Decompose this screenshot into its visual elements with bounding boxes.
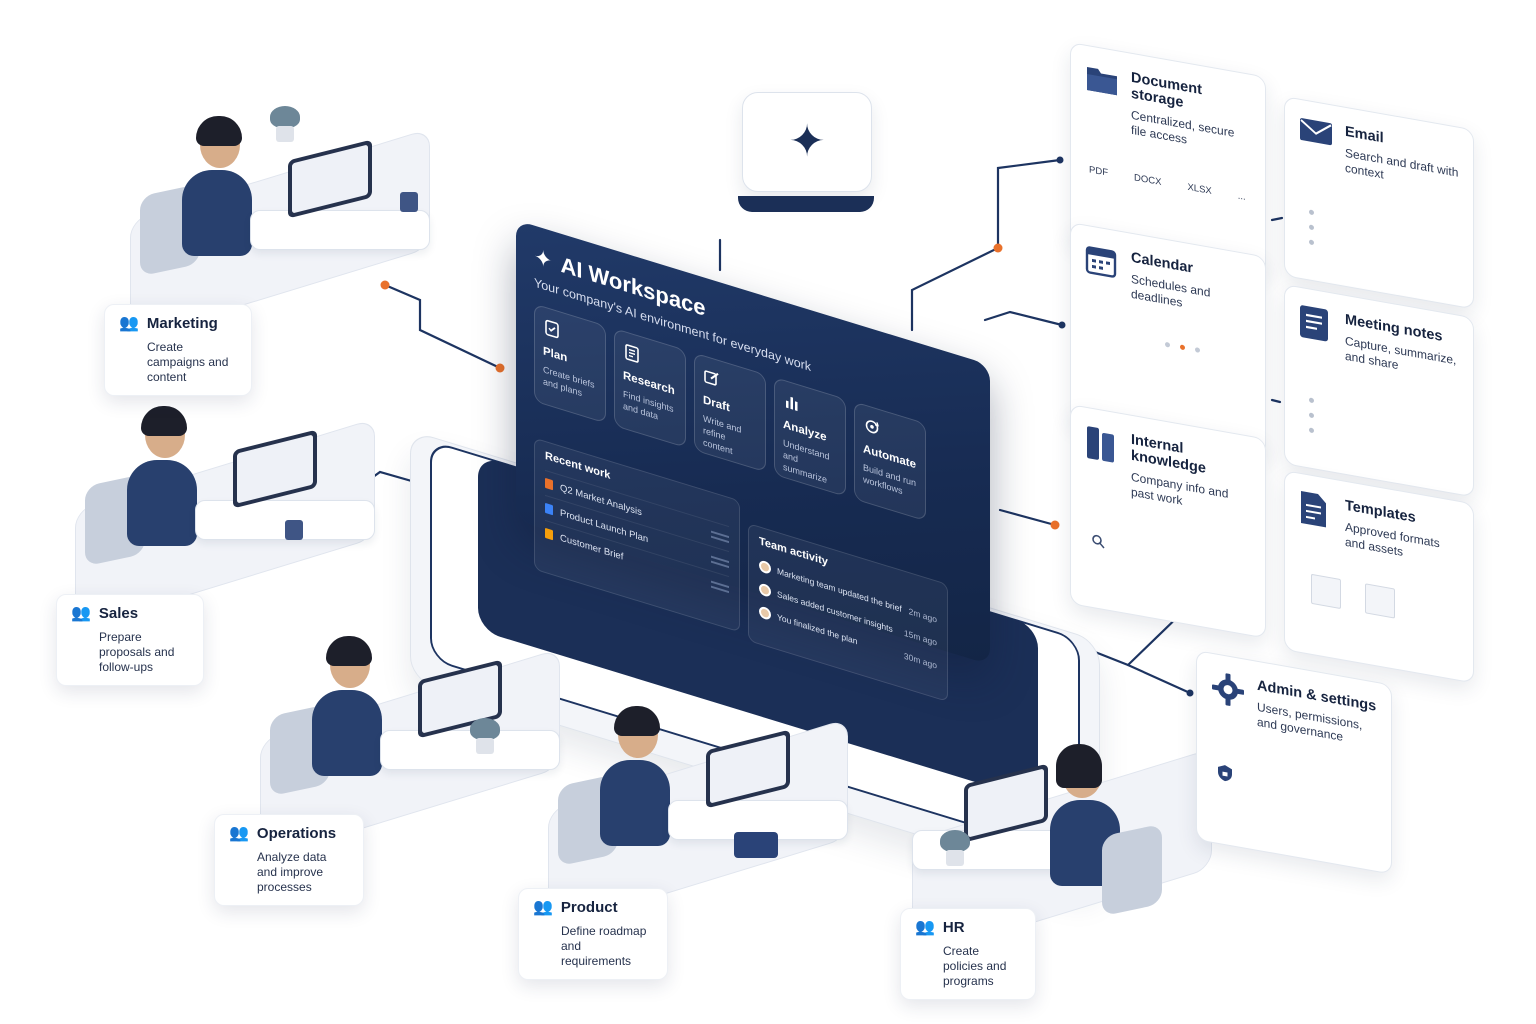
document-icon: [545, 502, 553, 516]
plant: [470, 718, 500, 754]
person-hair: [1056, 744, 1102, 788]
team-card-product[interactable]: 👥 Product Define roadmap and requirement…: [518, 888, 668, 980]
ai-core-band: [738, 196, 874, 212]
template-thumbnails: [1299, 572, 1459, 630]
person: [600, 760, 670, 846]
plant-pot: [276, 126, 294, 142]
avatar: [759, 604, 771, 621]
gear-icon: [1211, 670, 1245, 715]
team-label: Sales: [98, 605, 139, 622]
file-type-chip: XLSX: [1187, 181, 1212, 197]
book-icon: [1085, 424, 1119, 471]
people-icon: 👥: [915, 918, 935, 936]
person: [127, 460, 197, 546]
file-type-chip: DOCX: [1134, 172, 1162, 189]
pagination-dots: [1299, 208, 1459, 271]
team-card-operations[interactable]: 👥 Operations Analyze data and improve pr…: [214, 814, 364, 906]
pagination-dots: [1299, 396, 1459, 459]
ai-core-cube: ✦: [742, 92, 872, 192]
tool-research[interactable]: Research Find insights and data: [614, 327, 686, 448]
activity-time: 2m ago: [908, 605, 937, 625]
document-icon: [545, 527, 553, 541]
people-icon: 👥: [229, 824, 249, 842]
person-hair: [614, 706, 660, 736]
team-card-sales[interactable]: 👥 Sales Prepare proposals and follow-ups: [56, 594, 204, 686]
team-label: Marketing: [146, 315, 218, 332]
pagination-dots: [1085, 328, 1251, 362]
avatar: [759, 581, 771, 598]
pencil-square-icon: [703, 366, 757, 405]
template-thumbnail[interactable]: [1365, 583, 1395, 619]
plant-pot: [946, 850, 964, 866]
document-icon: [545, 477, 553, 491]
document-lines-icon: [623, 342, 677, 381]
plant: [270, 106, 300, 142]
plant-pot: [476, 738, 494, 754]
person-hair: [326, 636, 372, 666]
team-desc: Create campaigns and content: [147, 340, 229, 384]
gear-cycle-icon: [863, 415, 917, 454]
calendar-icon: [1085, 242, 1119, 285]
person: [312, 690, 382, 776]
service-card-templates[interactable]: Templates Approved formats and assets: [1284, 470, 1474, 684]
person-hair: [141, 406, 187, 436]
template-icon: [1299, 490, 1333, 535]
team-label: Operations: [256, 825, 337, 842]
person-hair: [196, 116, 242, 146]
team-card-hr[interactable]: 👥 HR Create policies and programs: [900, 908, 1036, 1000]
avatar: [759, 558, 771, 575]
ai-workspace-panel: ✦ AI Workspace Your company's AI environ…: [516, 220, 990, 703]
activity-time: 30m ago: [903, 650, 937, 671]
notebook: [734, 832, 778, 858]
people-icon: 👥: [71, 604, 91, 622]
desk-table: [250, 210, 430, 250]
service-card-meeting-notes[interactable]: Meeting notes Capture, summarize, and sh…: [1284, 284, 1474, 498]
tool-analyze[interactable]: Analyze Understand and summarize: [774, 376, 846, 497]
team-label: Product: [560, 899, 618, 916]
people-icon: 👥: [533, 898, 553, 916]
search-icon[interactable]: [1085, 532, 1251, 580]
clipboard-check-icon: [543, 317, 597, 356]
file-type-list: PDF DOCX XLSX ...: [1085, 164, 1251, 204]
person: [182, 170, 252, 256]
service-card-calendar[interactable]: Calendar Schedules and deadlines: [1070, 222, 1266, 457]
file-type-chip: ...: [1237, 190, 1246, 203]
tool-list: Plan Create briefs and plans Research Fi…: [534, 303, 972, 536]
mug: [400, 192, 418, 212]
plant-leaf: [940, 830, 970, 852]
file-type-chip: PDF: [1089, 164, 1108, 179]
menu-icon: [711, 580, 729, 593]
chair: [1102, 823, 1162, 917]
service-card-document-storage[interactable]: Document storage Centralized, secure fil…: [1070, 42, 1266, 277]
service-card-admin-settings[interactable]: Admin & settings Users, permissions, and…: [1196, 650, 1392, 875]
folder-icon: [1085, 62, 1119, 103]
sparkle-icon: ✦: [788, 117, 826, 166]
team-desc: Analyze data and improve processes: [257, 850, 327, 894]
team-desc: Prepare proposals and follow-ups: [99, 630, 175, 674]
plant-leaf: [270, 106, 300, 128]
tool-automate[interactable]: Automate Build and run workflows: [854, 401, 926, 522]
plant-leaf: [470, 718, 500, 740]
team-card-marketing[interactable]: 👥 Marketing Create campaigns and content: [104, 304, 252, 396]
tool-draft[interactable]: Draft Write and refine content: [694, 352, 766, 473]
mug: [285, 520, 303, 540]
people-icon: 👥: [119, 314, 139, 332]
shield-lock-icon: [1211, 762, 1377, 814]
service-card-internal-knowledge[interactable]: Internal knowledge Company info and past…: [1070, 404, 1266, 639]
tool-plan[interactable]: Plan Create briefs and plans: [534, 303, 606, 424]
sparkle-icon: ✦: [534, 243, 553, 275]
team-desc: Define roadmap and requirements: [561, 924, 647, 968]
notes-icon: [1299, 304, 1333, 349]
plant: [940, 830, 970, 866]
template-thumbnail[interactable]: [1311, 573, 1341, 610]
team-desc: Create policies and programs: [943, 944, 1007, 988]
envelope-icon: [1299, 116, 1333, 153]
bar-chart-icon: [783, 391, 837, 430]
service-card-email[interactable]: Email Search and draft with context: [1284, 96, 1474, 310]
team-label: HR: [942, 919, 965, 936]
menu-icon: [711, 530, 729, 543]
menu-icon: [711, 555, 729, 568]
